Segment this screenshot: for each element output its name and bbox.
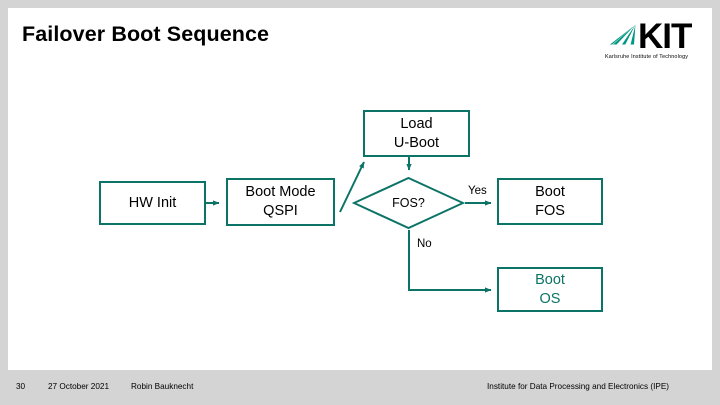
flow-node-boot-os-line-1: Boot bbox=[535, 271, 565, 288]
footer-author: Robin Bauknecht bbox=[131, 382, 194, 391]
page-title: Failover Boot Sequence bbox=[22, 22, 270, 46]
edge-fos-decision-to-boot-os bbox=[408, 230, 492, 293]
flow-node-boot-mode-qspi-line-2: QSPI bbox=[263, 203, 298, 219]
flow-node-hw-init-line-1: HW Init bbox=[128, 194, 177, 211]
flow-node-boot-mode-qspi-line-1: Boot Mode bbox=[245, 184, 316, 201]
kit-logo: KIT Karlsruhe Institute of Technology bbox=[604, 17, 708, 67]
diamond-shape-icon bbox=[351, 176, 466, 230]
flow-node-boot-os[interactable]: Boot OS bbox=[497, 267, 603, 312]
flow-node-fos-decision[interactable]: FOS? bbox=[351, 176, 466, 230]
slide-footer: 30 27 October 2021 Robin Bauknecht Insti… bbox=[0, 372, 720, 405]
kit-fan-icon bbox=[610, 23, 636, 46]
edge-label-no: No bbox=[417, 238, 432, 250]
flow-node-boot-fos[interactable]: Boot FOS bbox=[497, 178, 603, 225]
flow-node-hw-init[interactable]: HW Init bbox=[99, 181, 206, 225]
kit-wordmark: KIT bbox=[638, 17, 692, 56]
footer-page-number: 30 bbox=[16, 382, 26, 391]
flow-node-boot-os-line-2: OS bbox=[539, 290, 561, 307]
flow-node-boot-fos-line-1: Boot bbox=[535, 183, 565, 200]
flow-node-load-uboot[interactable]: Load U-Boot bbox=[363, 110, 470, 157]
edge-label-yes: Yes bbox=[468, 185, 487, 197]
footer-date: 27 October 2021 bbox=[48, 382, 109, 391]
flow-node-boot-mode-qspi[interactable]: Boot Mode QSPI bbox=[226, 178, 335, 226]
flow-node-boot-fos-line-2: FOS bbox=[535, 202, 565, 219]
flow-node-fos-decision-label: FOS? bbox=[392, 196, 425, 210]
kit-tagline: Karlsruhe Institute of Technology bbox=[605, 54, 689, 60]
footer-institute: Institute for Data Processing and Electr… bbox=[487, 382, 670, 391]
flow-node-load-uboot-line-2: U-Boot bbox=[393, 134, 440, 151]
flow-node-load-uboot-line-1: Load bbox=[400, 115, 433, 132]
edge-boot-mode-to-load-uboot bbox=[339, 161, 365, 213]
